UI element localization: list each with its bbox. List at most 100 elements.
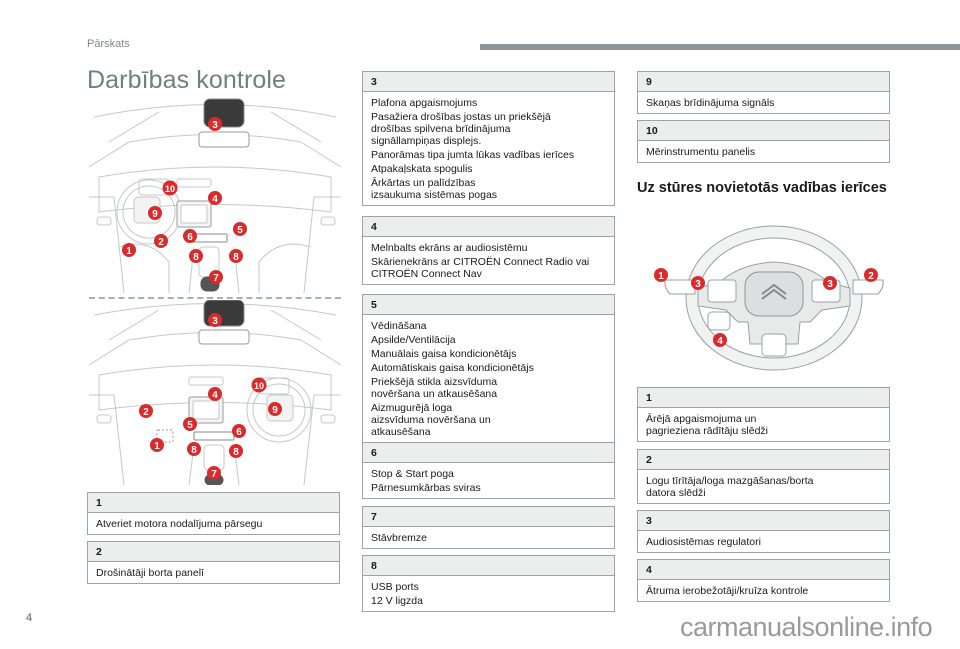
header-accent-bar — [480, 44, 960, 50]
marker-4: 4 — [208, 191, 222, 205]
legend-box-6: 6 Stop & Start poga Pārnesumkārbas svira… — [362, 442, 615, 499]
legend-item: Plafona apgaismojums — [371, 97, 478, 109]
svg-text:8: 8 — [233, 447, 239, 458]
marker-7: 7 — [209, 270, 223, 284]
rhd-markers: 3 10 4 9 2 5 6 1 8 8 7 — [139, 313, 282, 480]
svg-text:3: 3 — [212, 316, 218, 327]
legend-item: Skaņas brīdinājuma signāls — [646, 97, 775, 109]
marker-3: 3 — [208, 117, 222, 131]
marker-8-left: 8 — [189, 249, 203, 263]
svg-text:3: 3 — [827, 279, 833, 290]
legend-number: 9 — [638, 72, 889, 92]
steering-legend-box-3: 3 Audiosistēmas regulatori — [637, 510, 890, 553]
legend-item: Logu tīrītāja/loga mazgāšanas/borta dato… — [646, 475, 814, 499]
svg-text:6: 6 — [187, 232, 193, 243]
legend-item: Panorāmas tipa jumta lūkas vadības ierīc… — [371, 149, 575, 161]
svg-text:9: 9 — [272, 405, 278, 416]
legend-number: 3 — [363, 72, 614, 92]
legend-number: 10 — [638, 121, 889, 141]
legend-item: Atveriet motora nodalījuma pārsegu — [96, 518, 263, 530]
svg-text:6: 6 — [236, 427, 242, 438]
steering-legend-box-2: 2 Logu tīrītāja/loga mazgāšanas/borta da… — [637, 449, 890, 504]
marker-8-right: 8 — [229, 444, 243, 458]
lhd-markers: 3 10 4 9 5 6 2 1 8 8 7 — [122, 117, 247, 284]
legend-item: Aizmugurējā loga aizsvīduma novēršana un… — [371, 402, 491, 438]
marker-3-right: 3 — [823, 276, 837, 290]
illustration-separator — [89, 297, 341, 299]
marker-3: 3 — [208, 313, 222, 327]
marker-5: 5 — [233, 222, 247, 236]
legend-item: Ārējā apgaismojuma un pagrieziena rādītā… — [646, 413, 768, 437]
svg-text:8: 8 — [233, 252, 239, 263]
marker-5: 5 — [183, 417, 197, 431]
legend-item: Melnbalts ekrāns ar audiosistēmu — [371, 242, 528, 254]
marker-2: 2 — [154, 234, 168, 248]
svg-text:4: 4 — [212, 390, 218, 401]
svg-text:3: 3 — [695, 279, 701, 290]
marker-6: 6 — [232, 424, 246, 438]
legend-item: Manuālais gaisa kondicionētājs — [371, 348, 517, 360]
steering-section-title: Uz stūres novietotās vadības ierīces — [637, 180, 887, 196]
svg-text:9: 9 — [152, 209, 158, 220]
svg-text:2: 2 — [158, 237, 164, 248]
legend-item: Ātruma ierobežotāji/kruīza kontrole — [646, 585, 809, 597]
legend-item: Drošinātāji borta panelī — [96, 567, 204, 579]
legend-number: 8 — [363, 556, 614, 576]
legend-number: 4 — [638, 560, 889, 580]
marker-4: 4 — [208, 387, 222, 401]
marker-1: 1 — [150, 438, 164, 452]
svg-text:4: 4 — [717, 336, 723, 347]
steering-legend-box-4: 4 Ātruma ierobežotāji/kruīza kontrole — [637, 559, 890, 602]
legend-box-1: 1 Atveriet motora nodalījuma pārsegu — [87, 492, 340, 535]
marker-1: 1 — [654, 268, 668, 282]
marker-10: 10 — [162, 180, 178, 196]
legend-item: USB ports — [371, 581, 419, 593]
legend-item: Pārnesumkārbas sviras — [371, 482, 481, 494]
legend-number: 3 — [638, 511, 889, 531]
legend-number: 6 — [363, 443, 614, 463]
svg-text:10: 10 — [165, 184, 175, 194]
marker-7: 7 — [207, 466, 221, 480]
legend-item: Pasažiera drošības jostas un priekšējā d… — [371, 111, 551, 147]
legend-number: 4 — [363, 217, 614, 237]
marker-2: 2 — [139, 404, 153, 418]
marker-8-left: 8 — [187, 442, 201, 456]
legend-number: 7 — [363, 507, 614, 527]
legend-box-10: 10 Mērinstrumentu panelis — [637, 120, 890, 163]
legend-item: Automātiskais gaisa kondicionētājs — [371, 362, 534, 374]
car-interior-rhd-illustration: 3 10 4 9 2 5 6 1 8 8 7 — [89, 300, 341, 485]
svg-text:7: 7 — [211, 469, 217, 480]
legend-box-5: 5 Vēdināšana Apsilde/Ventilācija Manuāla… — [362, 294, 615, 443]
svg-text:7: 7 — [213, 273, 219, 284]
legend-item: Ārkārtas un palīdzības izsaukuma sistēma… — [371, 177, 498, 201]
legend-box-4: 4 Melnbalts ekrāns ar audiosistēmu Skāri… — [362, 216, 615, 285]
legend-item: Stāvbremze — [371, 532, 428, 544]
legend-box-9: 9 Skaņas brīdinājuma signāls — [637, 71, 890, 114]
svg-text:2: 2 — [143, 407, 149, 418]
svg-text:8: 8 — [193, 252, 199, 263]
svg-text:2: 2 — [868, 271, 874, 282]
svg-text:5: 5 — [237, 225, 243, 236]
legend-box-8: 8 USB ports 12 V ligzda — [362, 555, 615, 612]
svg-text:1: 1 — [126, 246, 132, 257]
page-title: Darbības kontrole — [87, 66, 287, 94]
section-label: Pārskats — [87, 38, 130, 50]
marker-10: 10 — [251, 377, 267, 393]
steering-wheel-illustration: 1 3 3 2 4 — [654, 225, 884, 371]
watermark[interactable]: carmanualsonline.info — [680, 612, 933, 642]
legend-item: Stop & Start poga — [371, 468, 454, 480]
legend-item: Apsilde/Ventilācija — [371, 334, 456, 346]
legend-item: Mērinstrumentu panelis — [646, 146, 756, 158]
svg-text:8: 8 — [191, 445, 197, 456]
legend-item: Audiosistēmas regulatori — [646, 536, 761, 548]
legend-item: Vēdināšana — [371, 320, 427, 332]
steering-legend-box-1: 1 Ārējā apgaismojuma un pagrieziena rādī… — [637, 387, 890, 442]
legend-number: 1 — [638, 388, 889, 408]
svg-text:10: 10 — [254, 381, 264, 391]
marker-4: 4 — [713, 333, 727, 347]
legend-item: 12 V ligzda — [371, 595, 423, 607]
car-interior-lhd-illustration: 3 10 4 9 5 6 2 1 8 8 7 — [89, 98, 341, 293]
legend-box-3: 3 Plafona apgaismojums Pasažiera drošība… — [362, 71, 615, 206]
legend-item: Atpakaļskata spogulis — [371, 163, 473, 175]
marker-8-right: 8 — [229, 249, 243, 263]
